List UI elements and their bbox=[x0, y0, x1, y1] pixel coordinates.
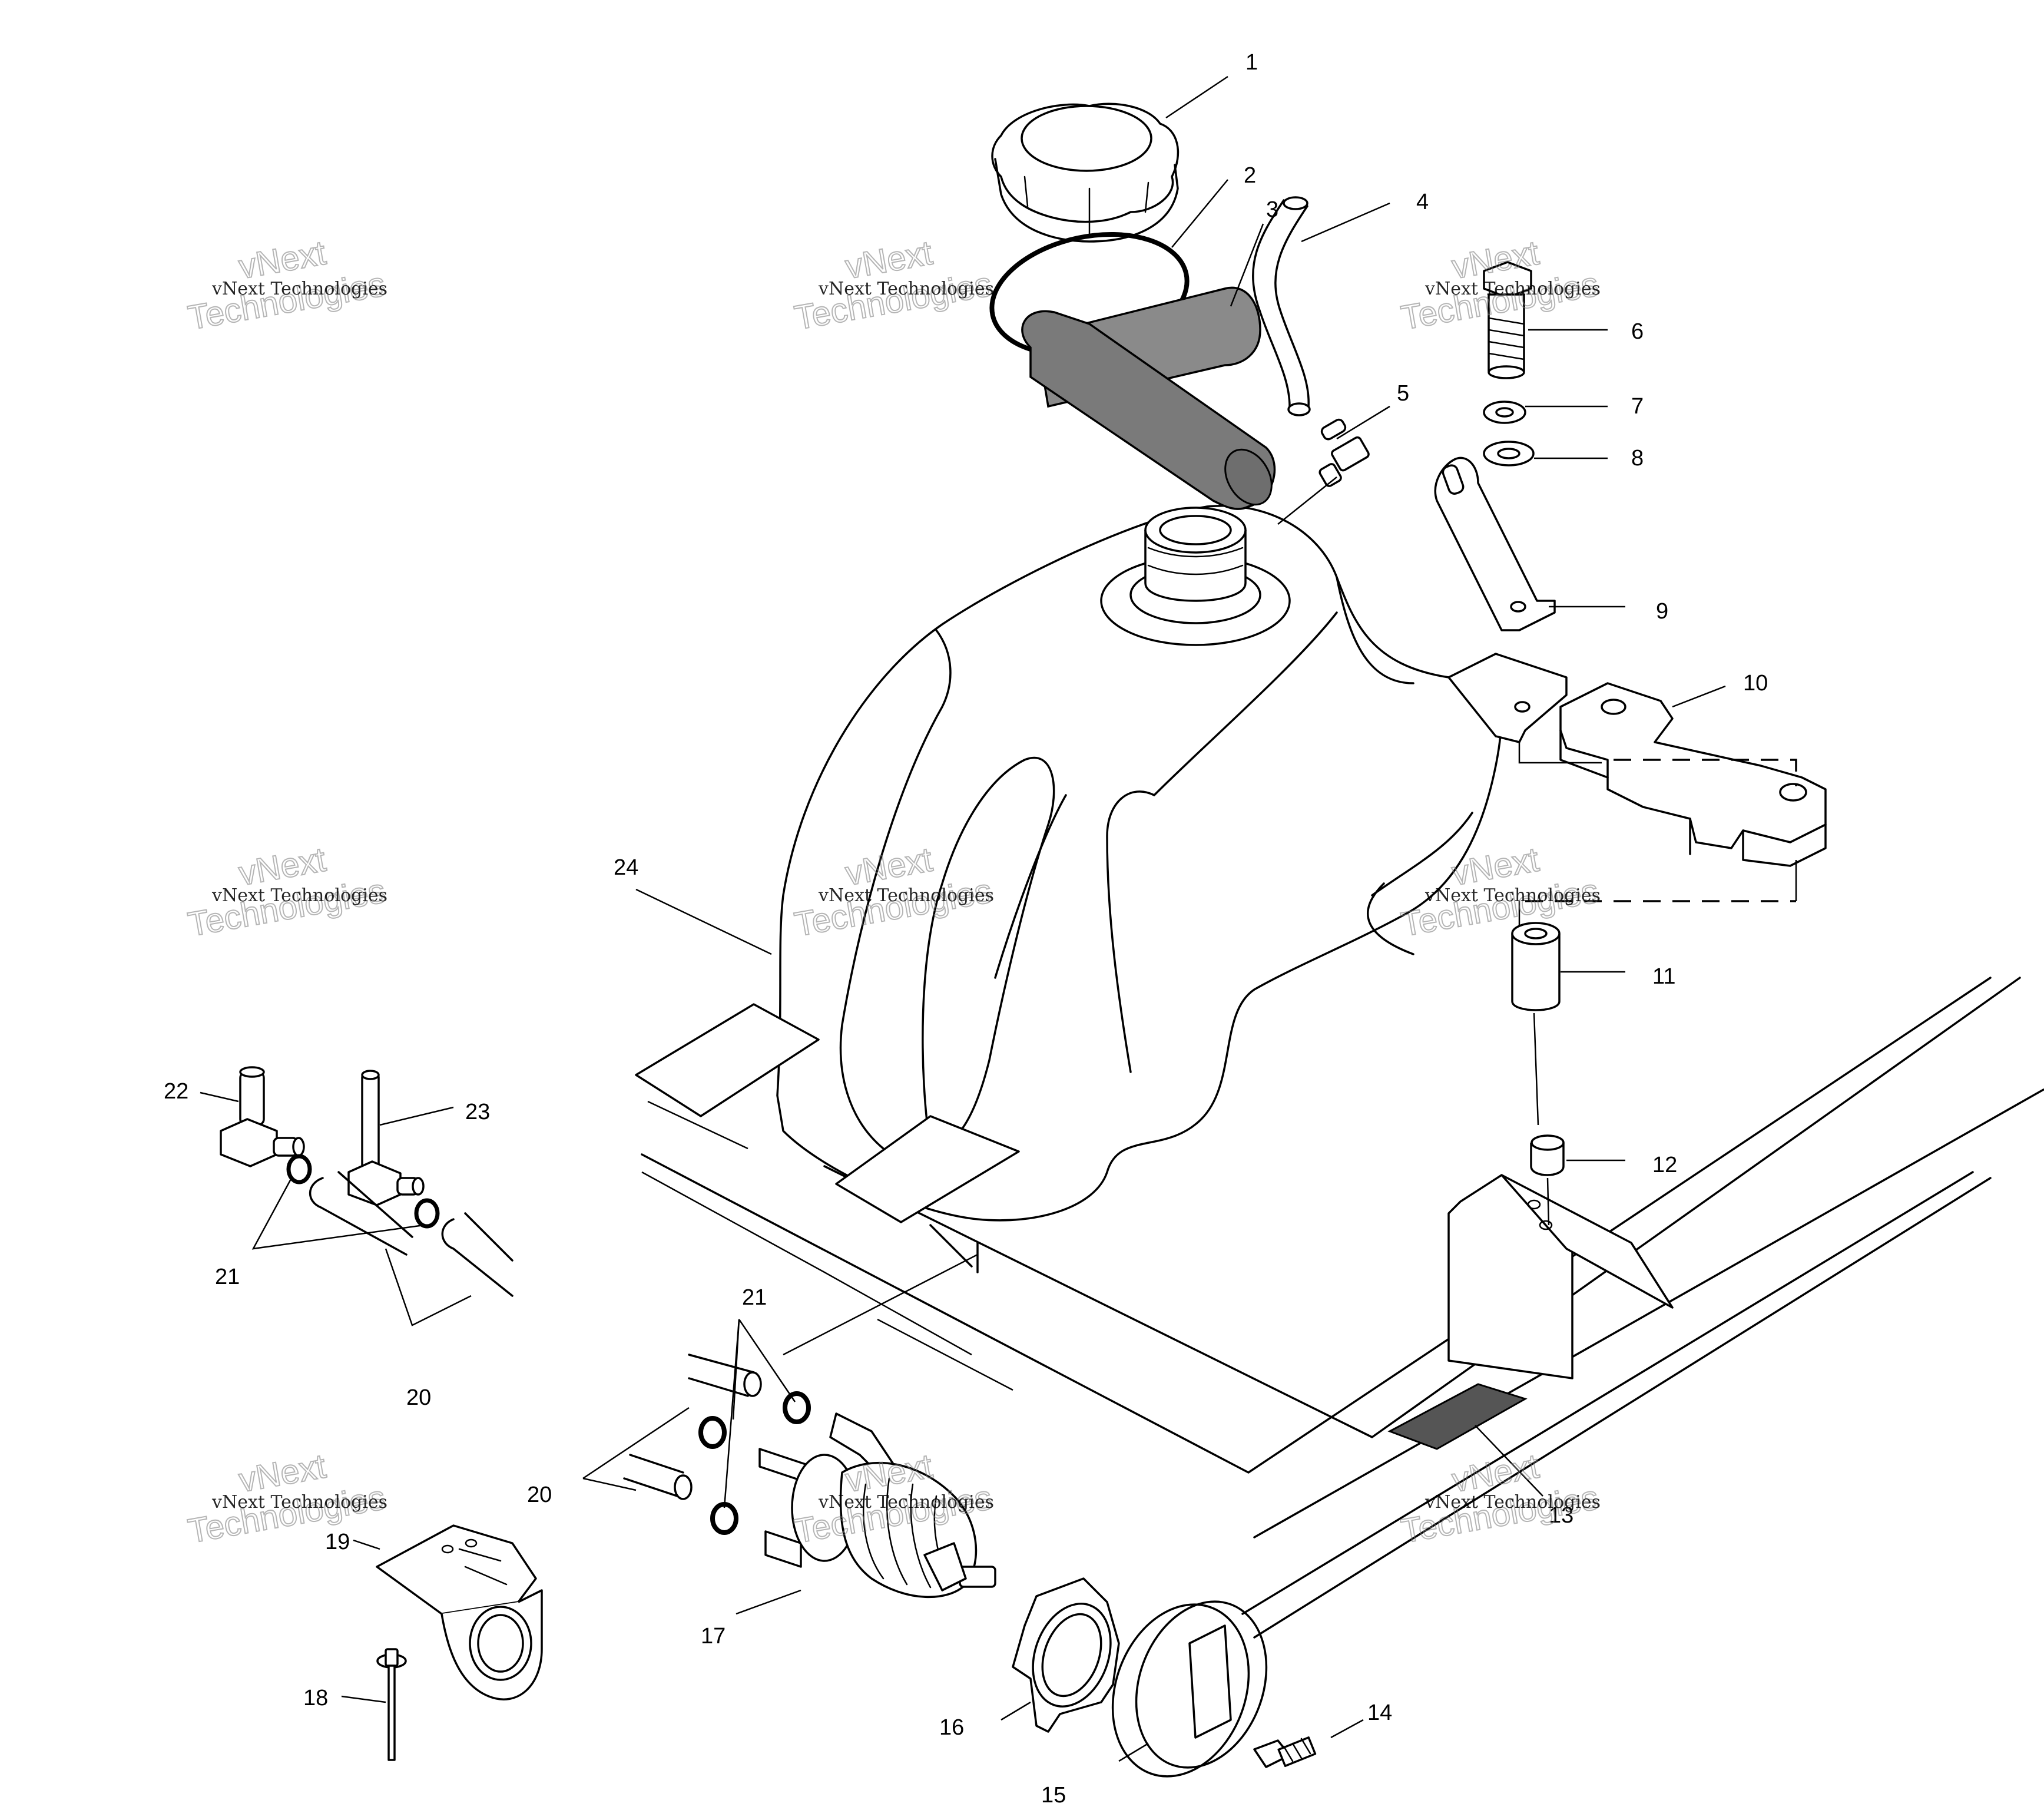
watermark: vNext Technologies vNext Technologies bbox=[1397, 1446, 1602, 1551]
hose-clamps-filter bbox=[698, 1391, 811, 1535]
foam-strip bbox=[1021, 286, 1276, 510]
svg-text:vNext Technologies: vNext Technologies bbox=[818, 279, 994, 299]
callout-18: 18 bbox=[303, 1686, 328, 1710]
washer-7 bbox=[1483, 401, 1526, 424]
spacer bbox=[1511, 922, 1561, 1126]
fuel-cap bbox=[991, 102, 1180, 243]
callout-12: 12 bbox=[1652, 1153, 1677, 1177]
vent-fitting bbox=[1319, 418, 1370, 487]
callout-21-left: 21 bbox=[215, 1265, 240, 1289]
callout-6: 6 bbox=[1631, 319, 1644, 344]
callout-20-filter: 20 bbox=[527, 1483, 552, 1507]
hose-left bbox=[309, 1171, 514, 1297]
callout-23: 23 bbox=[465, 1100, 490, 1124]
callout-15: 15 bbox=[1041, 1783, 1066, 1808]
svg-text:vNext Technologies: vNext Technologies bbox=[211, 885, 387, 906]
callout-7: 7 bbox=[1631, 394, 1644, 419]
elbow-fitting-23 bbox=[347, 1070, 425, 1206]
end-cap bbox=[1111, 1600, 1268, 1778]
callout-9: 9 bbox=[1656, 599, 1668, 624]
svg-text:vNext Technologies: vNext Technologies bbox=[1424, 885, 1601, 906]
callout-14: 14 bbox=[1367, 1700, 1392, 1725]
watermark: vNext Technologies vNext Technologies bbox=[184, 1446, 389, 1551]
callout-5: 5 bbox=[1397, 381, 1409, 406]
vent-hose bbox=[1252, 196, 1311, 416]
bushing bbox=[1530, 1134, 1565, 1226]
callout-4: 4 bbox=[1416, 190, 1429, 214]
mount-bracket bbox=[1447, 1174, 1674, 1379]
svg-text:vNext Technologies: vNext Technologies bbox=[1424, 1492, 1601, 1513]
cap-bolt bbox=[1253, 1736, 1317, 1768]
callout-numbers: 1 2 3 4 5 6 7 8 9 10 11 12 13 14 15 16 1… bbox=[164, 50, 1768, 1808]
fuel-tank bbox=[635, 505, 1568, 1273]
frame-decal bbox=[1387, 1383, 1528, 1450]
fuel-line-pieces bbox=[623, 1354, 762, 1500]
washer-8 bbox=[1483, 441, 1535, 466]
callout-16: 16 bbox=[939, 1715, 964, 1740]
callout-19: 19 bbox=[325, 1530, 350, 1554]
watermark: vNext Technologies vNext Technologies bbox=[184, 233, 389, 337]
svg-text:vNext Technologies: vNext Technologies bbox=[818, 1492, 994, 1513]
svg-text:vNext Technologies: vNext Technologies bbox=[818, 885, 994, 906]
callout-11: 11 bbox=[1652, 964, 1675, 989]
filter-clamp-bracket bbox=[376, 1524, 543, 1700]
rivet bbox=[376, 1648, 407, 1761]
svg-text:vNext Technologies: vNext Technologies bbox=[1424, 279, 1601, 299]
watermark: vNext Technologies vNext Technologies bbox=[184, 839, 389, 944]
callout-3: 3 bbox=[1266, 197, 1278, 222]
hose-clamp-left bbox=[286, 1154, 440, 1229]
watermark: vNext Technologies vNext Technologies bbox=[791, 233, 995, 337]
frame-rail bbox=[641, 977, 2044, 1639]
callout-20-left: 20 bbox=[406, 1385, 431, 1410]
callout-13: 13 bbox=[1549, 1503, 1573, 1528]
callout-10: 10 bbox=[1743, 671, 1768, 696]
leader-lines bbox=[200, 75, 1726, 1762]
svg-text:vNext Technologies: vNext Technologies bbox=[211, 1492, 387, 1513]
callout-1: 1 bbox=[1245, 50, 1258, 75]
callout-24: 24 bbox=[614, 855, 638, 880]
tank-bracket bbox=[1434, 456, 1556, 713]
elbow-fitting-22 bbox=[220, 1066, 305, 1167]
bolt bbox=[1483, 261, 1532, 379]
fuel-filter bbox=[758, 1412, 996, 1599]
callout-17: 17 bbox=[701, 1624, 725, 1649]
callout-21-filter: 21 bbox=[742, 1285, 767, 1310]
callout-22: 22 bbox=[164, 1079, 188, 1104]
clutch-ring bbox=[1012, 1577, 1120, 1733]
callout-8: 8 bbox=[1631, 446, 1644, 471]
callout-2: 2 bbox=[1244, 163, 1256, 188]
watermark: vNext Technologies vNext Technologies bbox=[1397, 233, 1602, 337]
mounting-block bbox=[1518, 682, 1827, 931]
svg-text:vNext Technologies: vNext Technologies bbox=[211, 279, 387, 299]
